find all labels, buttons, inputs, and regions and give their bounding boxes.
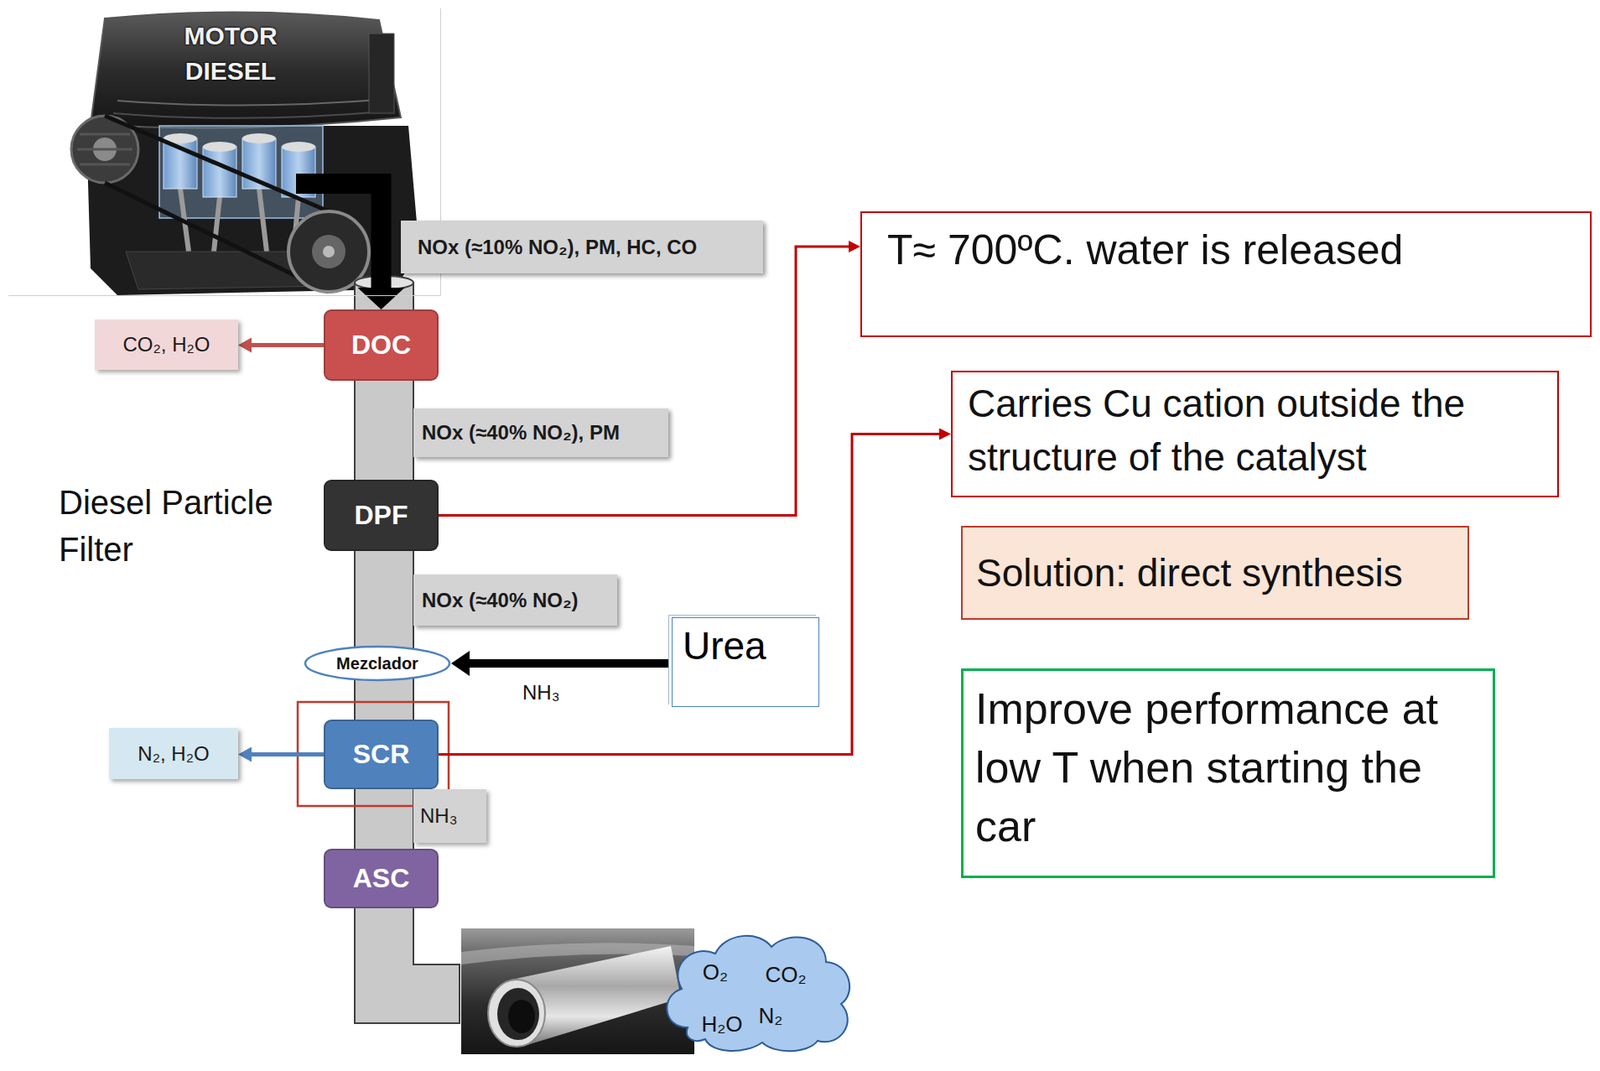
gas-composition-box: NOx (≈40% NO₂) [413,574,618,626]
box-text: Solution: direct synthesis [976,550,1403,596]
note-box: Carries Cu cation outside the structure … [950,370,1559,498]
gas-name: O₂ [702,959,728,986]
engine-illustration [113,110,395,119]
gas-composition-box: NOx (≈40% NO₂), PM [413,408,669,458]
engine-illustration [90,11,401,128]
box-text: T≈ 700ºC. water is released [887,224,1403,276]
goal-box: Improve performance at low T when starti… [961,668,1496,878]
mixer-ellipse: Mezclador [303,644,452,682]
catalyst-block: ASC [323,848,439,909]
tailpipe-photo [488,979,546,1047]
box-text: NOx (≈10% NO₂), PM, HC, CO [417,235,697,260]
cloud-outline [666,935,850,1051]
catalyst-block: DOC [323,309,439,381]
engine-illustration [368,33,395,114]
box-text: NOx (≈40% NO₂), PM [421,420,620,445]
engine-illustration [311,234,346,269]
tailpipe-photo [461,928,695,1055]
box-text: Mezclador [336,654,419,674]
box-text: MOTOR DIESEL [159,18,302,89]
gas-composition-box: NH₃ [413,789,487,843]
connector-arrow [438,246,849,516]
engine-illustration [322,245,335,258]
cloud-outline [658,928,856,1055]
tailpipe-photo [461,928,695,1055]
box-text: Urea [682,623,809,669]
reagent-box: Urea [671,617,820,707]
exhaust-cloud: O₂ CO₂ H₂O N₂ [658,928,856,1055]
engine-illustration [77,134,133,165]
gas-name: N₂ [758,1002,784,1029]
box-text: Improve performance at low T when starti… [975,679,1481,857]
box-text: NH₃ [420,804,458,828]
piston-symbol [281,141,316,152]
tailpipe-photo [497,987,540,1040]
piston-symbol [202,141,237,152]
catalyst-block: SCR [323,719,439,790]
product-box: N₂, H₂O [109,727,239,780]
box-text: Carries Cu cation outside the structure … [967,377,1543,485]
flow-label: NH₃ [522,680,560,706]
box-text: CO₂, H₂O [123,332,211,357]
engine-picture: MOTOR DIESEL [8,8,442,297]
piston-symbol [213,197,220,252]
connector-arrow [296,183,382,288]
connector-arrow [251,752,324,757]
gas-composition-box: NOx (≈10% NO₂), PM, HC, CO [400,220,764,274]
box-text: DPF [354,499,409,531]
box-text: ASC [353,862,411,894]
piston-symbol [242,133,276,144]
piston-symbol [259,188,267,252]
filter-block: DPF [323,479,439,551]
product-box: CO₂, H₂O [94,319,239,370]
engine-illustration [71,11,420,296]
connector-arrow [251,342,324,348]
box-text: DOC [351,329,411,361]
component-name: Diesel Particle Filter [58,478,311,573]
box-text: SCR [353,738,411,770]
solution-box: Solution: direct synthesis [961,525,1470,620]
box-text: NOx (≈40% NO₂) [421,588,579,613]
ellipse-outline [305,646,450,681]
gas-name: CO₂ [764,961,806,988]
connector-arrow [469,659,672,668]
engine-illustration [117,98,390,106]
tailpipe-photo [508,999,536,1034]
gas-name: H₂O [701,1011,743,1038]
note-box: T≈ 700ºC. water is released [860,211,1592,338]
box-text: N₂, H₂O [137,742,209,766]
